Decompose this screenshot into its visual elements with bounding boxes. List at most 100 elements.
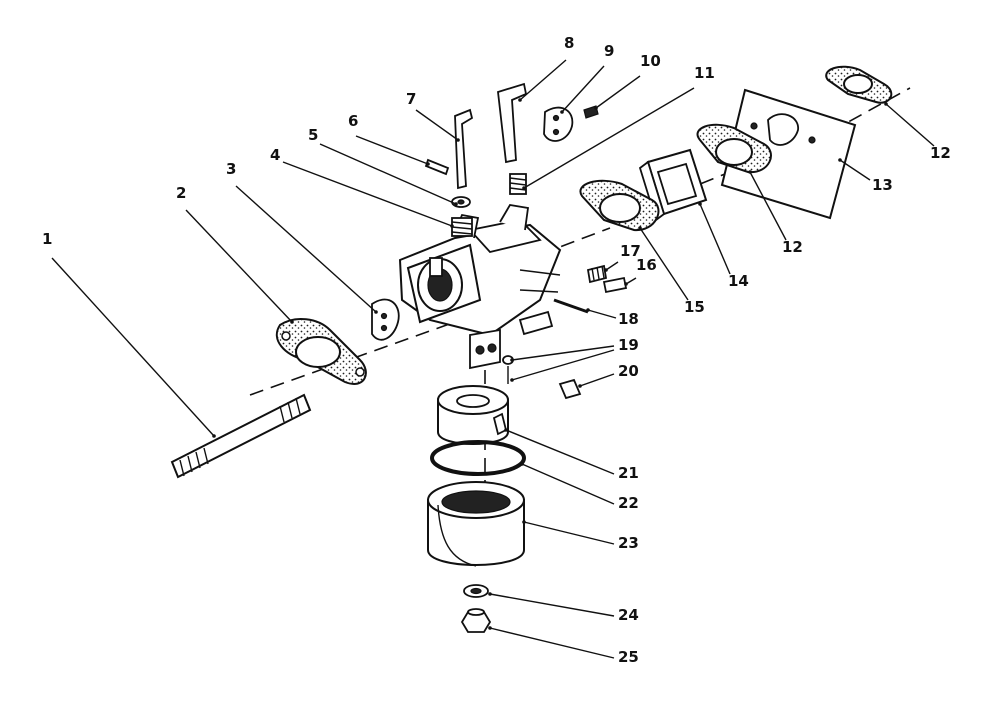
leader-line: [579, 373, 615, 387]
leader-tip: [578, 384, 582, 388]
callout-number: 13: [872, 176, 893, 194]
leader-line: [605, 261, 619, 271]
gasket-12a-part: [825, 65, 893, 104]
callout-number: 15: [684, 298, 705, 316]
callout-c17: 17: [604, 242, 641, 272]
nut-part: [460, 608, 492, 633]
stud-part: [170, 393, 312, 479]
callout-c1: 1: [42, 230, 216, 438]
callout-c25: 25: [488, 626, 639, 666]
screw-6-part: [424, 158, 450, 176]
bowl-gasket-part: [430, 440, 526, 476]
callout-number: 2: [176, 184, 186, 202]
leader-tip: [290, 320, 294, 324]
leader-tip: [212, 434, 216, 438]
gasket-15-part: [579, 179, 660, 232]
leader-line: [415, 109, 459, 141]
callout-number: 16: [636, 256, 657, 274]
leader-line: [319, 143, 457, 205]
callout-number: 12: [930, 144, 951, 162]
leader-tip: [374, 310, 378, 314]
leader-tip: [594, 106, 598, 110]
callout-number: 24: [618, 606, 639, 624]
float-part: [437, 385, 509, 445]
leader-line: [282, 161, 453, 227]
spring-17-part: [586, 264, 608, 284]
callout-c7: 7: [406, 90, 460, 142]
callout-c22: 22: [520, 462, 639, 512]
callout-c9: 9: [560, 42, 614, 114]
callout-number: 5: [308, 126, 318, 144]
leader-line: [523, 521, 615, 545]
leader-tip: [510, 358, 514, 362]
leader-line: [489, 593, 615, 617]
leader-tip: [884, 102, 888, 106]
callout-c20: 20: [578, 362, 639, 388]
leader-tip: [586, 308, 590, 312]
callout-c11: 11: [522, 64, 715, 190]
callout-number: 11: [694, 64, 715, 82]
callout-c5: 5: [308, 126, 458, 206]
callout-number: 25: [618, 648, 639, 666]
callout-number: 20: [618, 362, 639, 380]
callout-c6: 6: [348, 112, 430, 166]
leader-tip: [560, 110, 564, 114]
leader-tip: [454, 202, 458, 206]
leader-tip: [522, 520, 526, 524]
leader-line: [839, 159, 871, 181]
leader-line: [235, 185, 377, 313]
callout-c8: 8: [518, 34, 574, 102]
callout-number: 14: [728, 272, 749, 290]
callout-c2: 2: [176, 184, 294, 324]
leader-line: [749, 171, 787, 241]
choke-shaft-part: [497, 82, 528, 164]
callout-number: 18: [618, 310, 639, 328]
gasket-2-part: [275, 318, 367, 385]
plate-part: [720, 88, 857, 220]
callout-c24: 24: [488, 592, 639, 624]
spacer-part: [638, 148, 708, 222]
callout-number: 4: [270, 146, 280, 164]
callout-c23: 23: [522, 520, 639, 552]
washer-part: [463, 584, 489, 598]
callout-c16: 16: [624, 256, 657, 286]
callout-number: 19: [618, 336, 639, 354]
callout-c12b: 12: [748, 170, 803, 256]
callout-c4: 4: [270, 146, 454, 228]
leader-line: [519, 59, 567, 101]
screw-10-part: [583, 105, 599, 119]
leader-tip: [520, 462, 524, 466]
leader-line: [521, 463, 615, 505]
leader-tip: [748, 170, 752, 174]
leader-tip: [624, 282, 628, 286]
leader-line: [699, 203, 731, 275]
leader-tip: [838, 158, 842, 162]
leader-line: [511, 349, 615, 381]
leader-line: [511, 345, 615, 361]
callout-c12a: 12: [884, 102, 951, 162]
leader-tip: [488, 626, 492, 630]
leader-line: [625, 277, 637, 285]
screw-16-part: [602, 276, 628, 294]
throttle-plate-part: [371, 298, 400, 341]
carburetor-body: [398, 204, 562, 370]
pin-part: [553, 298, 589, 314]
callout-number: 23: [618, 534, 639, 552]
leader-line: [561, 65, 605, 113]
seal-part: [451, 196, 471, 208]
callout-number: 12: [782, 238, 803, 256]
callout-c14: 14: [698, 202, 749, 290]
leader-tip: [698, 202, 702, 206]
leader-tip: [604, 268, 608, 272]
callout-number: 7: [406, 90, 416, 108]
spring-11-part: [509, 173, 527, 195]
callout-c13: 13: [838, 158, 893, 194]
float-bowl-part: [427, 481, 525, 567]
leader-tip: [518, 98, 522, 102]
callout-number: 10: [640, 52, 661, 70]
callout-number: 21: [618, 464, 639, 482]
leader-line: [595, 75, 641, 109]
callout-number: 1: [42, 230, 52, 248]
